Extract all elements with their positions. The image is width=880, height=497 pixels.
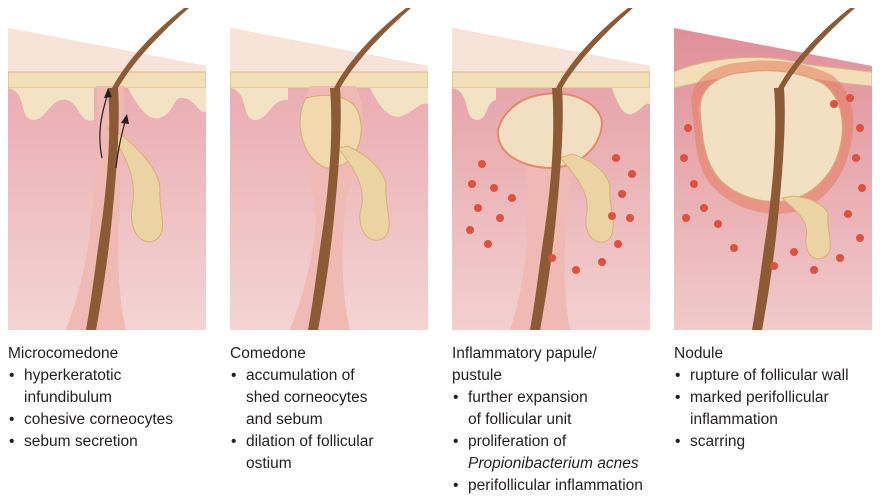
- caption-papule-pustule: Inflammatory papule/ pustule further exp…: [452, 343, 643, 497]
- bullet-item: marked perifollicular inflammation: [674, 387, 849, 431]
- bullet-item: cohesive corneocytes: [8, 409, 173, 431]
- stage-title: Microcomedone: [8, 343, 173, 365]
- stage-bullets: further expansion of follicular unit pro…: [452, 387, 643, 497]
- caption-microcomedone: Microcomedone hyperkeratotic infundibulu…: [8, 343, 173, 453]
- bullet-item: sebum secretion: [8, 431, 173, 453]
- bullet-item: further expansion of follicular unit: [452, 387, 643, 431]
- epidermis: [230, 72, 428, 88]
- stage-title: Inflammatory papule/ pustule: [452, 343, 643, 387]
- organism-name: Propionibacterium acnes: [468, 455, 639, 472]
- caption-nodule: Nodule rupture of follicular wall marked…: [674, 343, 849, 453]
- caption-comedone: Comedone accumulation of shed corneocyte…: [230, 343, 374, 475]
- nodule-mass: [700, 71, 843, 202]
- bullet-item: dilation of follicular ostium: [230, 431, 374, 475]
- panel-nodule: [674, 8, 872, 330]
- stage-bullets: accumulation of shed corneocytes and seb…: [230, 365, 374, 475]
- bullet-item: scarring: [674, 431, 849, 453]
- epidermis: [8, 72, 206, 88]
- bullet-item: hyperkeratotic infundibulum: [8, 365, 173, 409]
- bullet-item: accumulation of shed corneocytes and seb…: [230, 365, 374, 431]
- bullet-item: perifollicular inflammation: [452, 475, 643, 497]
- bullet-item: rupture of follicular wall: [674, 365, 849, 387]
- panel-comedone: [230, 8, 428, 330]
- stage-bullets: hyperkeratotic infundibulum cohesive cor…: [8, 365, 173, 453]
- stage-bullets: rupture of follicular wall marked perifo…: [674, 365, 849, 453]
- panel-papule-pustule: [452, 8, 650, 330]
- epidermis: [452, 72, 650, 88]
- stage-title: Comedone: [230, 343, 374, 365]
- panel-microcomedone: [8, 8, 206, 330]
- stage-title: Nodule: [674, 343, 849, 365]
